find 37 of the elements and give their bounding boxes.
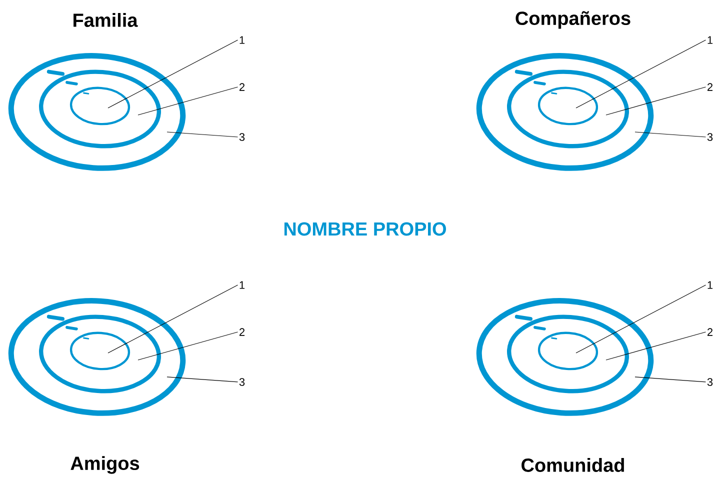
leader-line	[138, 332, 238, 360]
callout-number: 3	[239, 133, 245, 141]
leader-line	[634, 376, 706, 382]
callout-number: 2	[708, 83, 712, 91]
ring	[70, 86, 130, 126]
ring	[507, 314, 629, 394]
callout-number: 1	[240, 281, 245, 289]
ring	[70, 332, 130, 370]
callout-number: 2	[708, 328, 712, 336]
ring	[538, 86, 598, 126]
callout-number: 2	[240, 83, 245, 91]
leader-line	[634, 132, 706, 138]
callout-number: 2	[240, 328, 245, 336]
heading: Amigos	[70, 456, 140, 474]
leader-line	[606, 332, 706, 360]
leader-line	[166, 132, 238, 138]
callout-number: 3	[707, 133, 713, 141]
heading: Comunidad	[522, 458, 624, 472]
leader-line	[138, 86, 238, 116]
heading: Compañeros	[516, 11, 630, 29]
ring	[39, 70, 161, 148]
leader-line	[108, 284, 238, 354]
leader-line	[576, 284, 706, 354]
leader-line	[576, 40, 706, 108]
leader-line	[108, 40, 238, 108]
leader-line	[606, 86, 706, 116]
callout-number: 3	[707, 378, 713, 386]
callout-number: 1	[240, 36, 245, 44]
heading: Familia	[74, 13, 138, 27]
ring	[39, 314, 161, 394]
title: NOMBRE PROPIO	[284, 222, 446, 236]
callout-number: 3	[239, 378, 245, 386]
leader-line	[166, 376, 238, 382]
ring	[538, 332, 598, 370]
callout-number: 1	[708, 36, 713, 44]
ring	[507, 70, 629, 148]
callout-number: 1	[708, 281, 713, 289]
